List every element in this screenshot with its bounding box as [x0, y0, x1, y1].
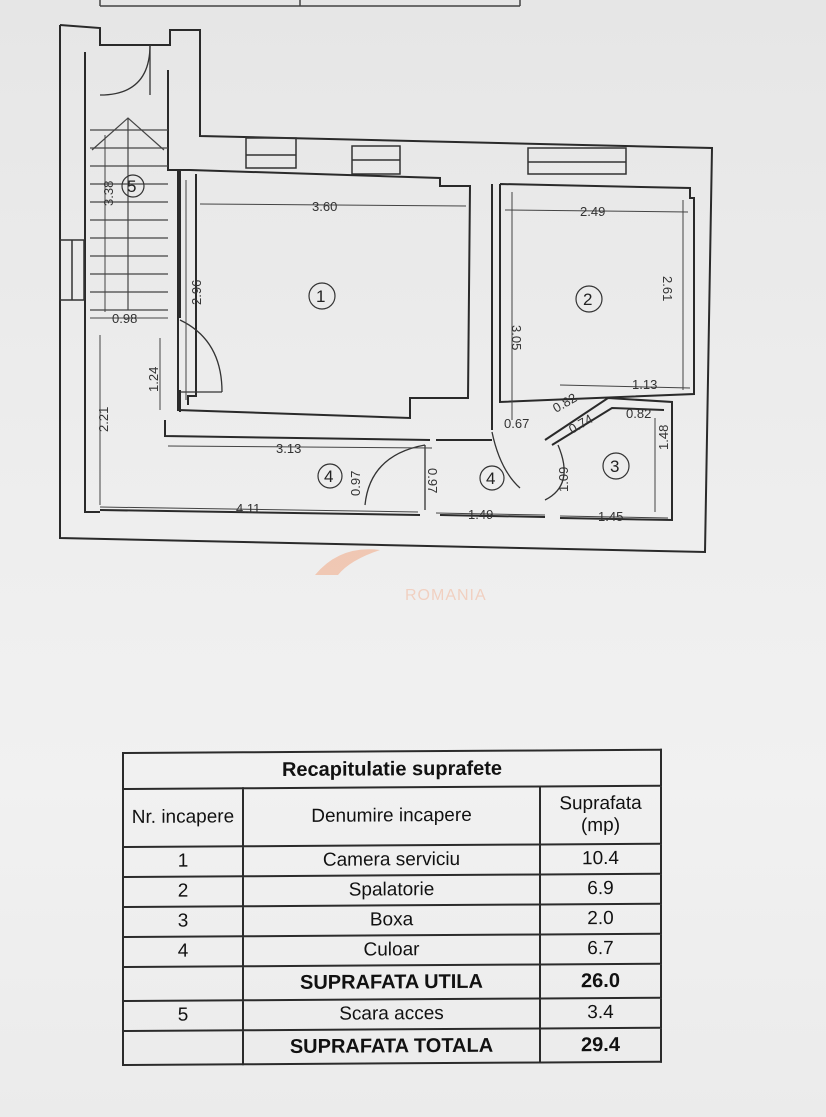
room-1-walls [177, 169, 472, 420]
room-number-5: 5 [127, 177, 136, 196]
room-number-4a: 4 [324, 467, 333, 486]
row-name: Boxa [243, 904, 540, 937]
room-3-walls [544, 396, 673, 522]
watermark-logo-icon [315, 549, 380, 575]
row-name: Camera serviciu [243, 844, 540, 877]
dim-3-38: 3.38 [101, 181, 116, 206]
dim-0-97-left: 0.97 [348, 471, 363, 496]
row-area: 3.4 [540, 997, 662, 1029]
dim-1-48: 1.48 [656, 425, 671, 450]
area-summary-table: Recapitulatie suprafete Nr. incapere Den… [122, 749, 662, 1066]
table-title: Recapitulatie suprafete [123, 749, 662, 789]
table-row: 1 Camera serviciu 10.4 [123, 843, 662, 877]
row-name: Scara acces [243, 998, 540, 1031]
dim-0-82-diagonal: 0.82 [550, 390, 579, 416]
row-name: Spalatorie [243, 874, 540, 907]
dim-0-82: 0.82 [626, 406, 651, 421]
dim-2-61: 2.61 [660, 276, 675, 301]
table-row: 2 Spalatorie 6.9 [123, 873, 662, 907]
dim-1-45: 1.45 [598, 509, 623, 524]
header-nr: Nr. incapere [123, 788, 243, 847]
useful-area-label: SUPRAFATA UTILA [243, 964, 540, 1001]
table-row: 4 Culoar 6.7 [123, 933, 662, 967]
dim-0-74: 0.74 [566, 411, 595, 437]
dim-1-09: 1.09 [556, 467, 571, 492]
dim-3-13: 3.13 [276, 441, 301, 456]
dim-1-49: 1.49 [468, 507, 493, 522]
dimension-lines [90, 135, 691, 519]
outer-walls [59, 24, 714, 554]
row-area: 6.9 [540, 873, 662, 905]
room-number-4b: 4 [486, 469, 495, 488]
dim-4-11: 4.11 [236, 501, 260, 516]
floor-plan: ROMANIA 1 2 3 4 4 5 3.60 2.49 2.96 3.05 … [59, 0, 714, 604]
useful-empty-cell [123, 966, 243, 1001]
useful-area-value: 26.0 [540, 963, 662, 999]
row-nr: 4 [123, 936, 243, 967]
room-number-2: 2 [583, 290, 592, 309]
row-nr: 1 [123, 846, 243, 877]
total-empty-cell [123, 1030, 243, 1065]
dim-2-21: 2.21 [96, 407, 111, 432]
dim-2-49: 2.49 [580, 204, 605, 219]
useful-area-row: SUPRAFATA UTILA 26.0 [123, 963, 662, 1001]
room-number-3: 3 [610, 457, 619, 476]
watermark: ROMANIA [315, 549, 487, 604]
door-swings [99, 44, 565, 510]
row-area: 6.7 [540, 933, 662, 965]
total-area-value: 29.4 [540, 1027, 662, 1063]
dim-0-67: 0.67 [504, 416, 529, 431]
watermark-text: ROMANIA [405, 587, 487, 604]
row-area: 10.4 [540, 843, 662, 875]
row-nr: 3 [123, 906, 243, 937]
windows [59, 137, 627, 301]
total-area-label: SUPRAFATA TOTALA [243, 1028, 540, 1065]
row-area: 2.0 [540, 903, 662, 935]
row-nr: 5 [123, 1000, 243, 1031]
row-nr: 2 [123, 876, 243, 907]
dim-0-98: 0.98 [112, 311, 137, 326]
dim-2-96: 2.96 [189, 280, 204, 305]
top-edge-lines [99, 0, 521, 7]
total-area-row: SUPRAFATA TOTALA 29.4 [123, 1027, 662, 1065]
header-area: Suprafata (mp) [540, 785, 662, 845]
dim-0-97-right: 0.97 [425, 468, 440, 493]
dim-1-13: 1.13 [632, 377, 657, 392]
dim-3-60: 3.60 [312, 199, 337, 214]
header-name: Denumire incapere [243, 786, 540, 847]
dim-3-05: 3.05 [509, 325, 524, 350]
corridor-walls [99, 420, 546, 518]
table-row: 5 Scara acces 3.4 [123, 997, 662, 1031]
dim-1-24: 1.24 [146, 367, 161, 392]
row-name: Culoar [243, 934, 540, 967]
table-row: 3 Boxa 2.0 [123, 903, 662, 937]
room-2-walls [491, 183, 695, 430]
table-header-row: Nr. incapere Denumire incapere Suprafata… [123, 785, 662, 847]
room-markers [121, 174, 630, 491]
staircase [90, 117, 168, 311]
room-number-1: 1 [316, 287, 325, 306]
